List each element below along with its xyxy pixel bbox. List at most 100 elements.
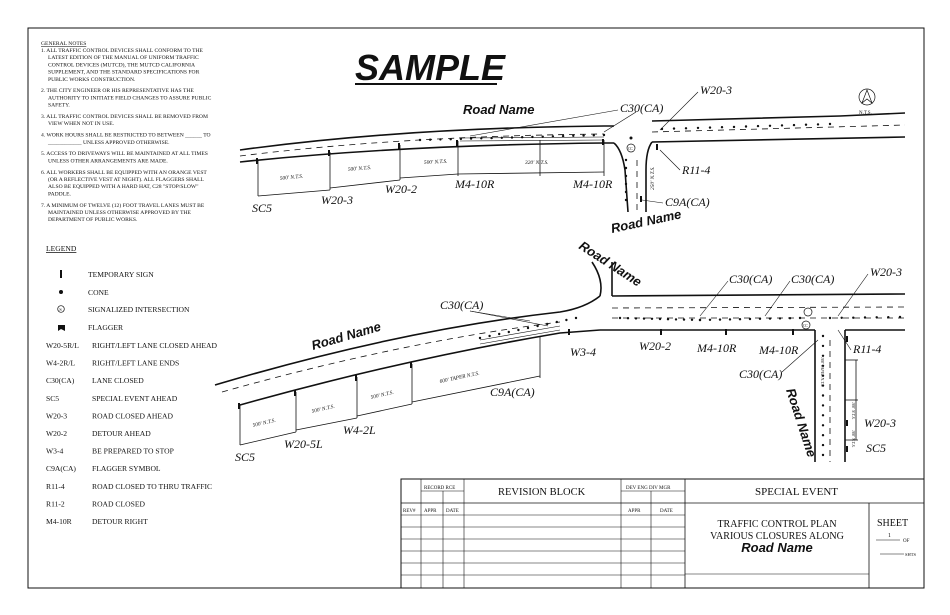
bottom-b-cone-3 xyxy=(642,317,646,320)
top-label-c30: C30(CA) xyxy=(620,101,663,115)
bottom-c-cone-4 xyxy=(738,318,742,321)
top-a-cone-17 xyxy=(592,134,595,137)
general-note-1-line-1: 1. ALL TRAFFIC CONTROL DEVICES SHALL CON… xyxy=(41,48,204,54)
legend-symbol-label-1: CONE xyxy=(88,288,109,297)
bottom-c-cone-6 xyxy=(758,317,762,320)
general-note-6-line-3: ALSO BE EQUIPPED WITH A HARD HAT, C28 "S… xyxy=(48,184,198,190)
general-note-2-line-2: AUTHORITY TO INITIATE FIELD CHANGES TO A… xyxy=(48,95,212,101)
top-c-cone-4 xyxy=(624,190,628,194)
top-b-cone-3 xyxy=(696,126,700,130)
legend-code-label-8: ROAD CLOSED TO THRU TRAFFIC xyxy=(92,482,212,491)
bottom-a-cone-5 xyxy=(526,326,530,330)
bottom-e-cone-2 xyxy=(821,354,825,357)
top-c-cone-2 xyxy=(624,174,628,178)
top-a-cone-0 xyxy=(418,138,422,142)
title-sheet-shts: SHTS xyxy=(905,552,917,557)
top-b-cone-9 xyxy=(768,124,772,128)
general-note-6-line-1: 6. ALL WORKERS SHALL BE EQUIPPED WITH AN… xyxy=(41,170,207,176)
title-appr: APPR xyxy=(424,509,437,514)
bottom-a-cone-8 xyxy=(555,320,558,324)
bottom-b-cone-1 xyxy=(626,317,630,320)
legend-code-9: R11-2 xyxy=(46,499,65,508)
bottom-c-cone-1 xyxy=(708,318,712,321)
top-a-cone-3 xyxy=(449,138,452,141)
bottom-label-w34: W3-4 xyxy=(570,345,596,359)
bottom-b-cone-6 xyxy=(666,318,670,321)
bottom-road-name-side-top: Road Name xyxy=(576,238,644,290)
bottom-label-w42l: W4-2L xyxy=(343,423,376,437)
legend-code-label-4: ROAD CLOSED AHEAD xyxy=(92,411,174,420)
bottom-c-cone-8 xyxy=(778,317,782,320)
top-b-cone-12 xyxy=(804,123,808,126)
top-a-cone-2 xyxy=(439,138,442,141)
cone-icon xyxy=(59,290,63,294)
bottom-b-cone-7 xyxy=(674,318,678,321)
legend-code-1: W4-2R/L xyxy=(46,359,75,368)
bottom-label-sc5-left: SC5 xyxy=(235,450,255,464)
top-a-cone-13 xyxy=(551,135,555,138)
bottom-label-w202: W20-2 xyxy=(639,339,671,353)
top-a-cone-8 xyxy=(500,136,503,139)
bottom-e-cone-5 xyxy=(821,384,825,387)
title-line-1: TRAFFIC CONTROL PLAN xyxy=(717,519,836,530)
bottom-e-cone-9 xyxy=(821,424,825,427)
bottom-label-sc5-right: SC5 xyxy=(866,441,886,455)
bottom-e-cone-0 xyxy=(821,334,825,338)
top-b-cone-7 xyxy=(744,125,748,128)
top-c-cone-5 xyxy=(624,198,628,202)
bottom-d-cone-6 xyxy=(898,315,902,319)
bottom-label-w203-top: W20-3 xyxy=(870,265,902,279)
top-b-cone-11 xyxy=(792,123,796,127)
top-label-m410r-a: M4-10R xyxy=(454,177,495,191)
title-rev: REV# xyxy=(403,509,416,514)
title-line-2: VARIOUS CLOSURES ALONG xyxy=(710,531,844,542)
top-a-cone-7 xyxy=(490,136,493,140)
bottom-road-name-side-bottom: Road Name xyxy=(783,386,819,459)
bottom-label-c30-mid2: C30(CA) xyxy=(791,272,834,286)
bottom-b-cone-4 xyxy=(650,317,654,320)
bottom-label-r114: R11-4 xyxy=(852,342,881,356)
top-road-edge-south xyxy=(239,142,614,163)
bottom-label-m410r-b: M4-10R xyxy=(758,343,799,357)
top-a-cone-6 xyxy=(480,137,483,140)
top-label-m410r-b: M4-10R xyxy=(572,177,613,191)
bottom-road-edge-north xyxy=(214,295,601,386)
legend-code-label-7: FLAGGER SYMBOL xyxy=(92,464,161,473)
bottom-b-cone-2 xyxy=(634,317,638,320)
bottom-c-cone-10 xyxy=(798,316,802,320)
bottom-b-cone-8 xyxy=(682,318,686,321)
bottom-e-cone-1 xyxy=(821,344,825,348)
bottom-label-c9a: C9A(CA) xyxy=(490,385,535,399)
bottom-c-cone-7 xyxy=(768,317,772,320)
bottom-a-cone-7 xyxy=(546,322,549,326)
bottom-d-cone-1 xyxy=(840,316,843,319)
legend-code-10: M4-10R xyxy=(46,517,73,526)
general-note-7-line-1: 7. A MINIMUM OF TWELVE (12) FOOT TRAVEL … xyxy=(41,202,205,209)
general-note-6-line-4: PADDLE. xyxy=(48,191,72,197)
bottom-label-c30-mid1: C30(CA) xyxy=(729,272,772,286)
bottom-a-cone-2 xyxy=(498,332,501,336)
title-date-2: DATE xyxy=(660,509,673,514)
title-sheet-of: OF xyxy=(903,539,910,544)
bottom-label-w205l: W20-5L xyxy=(284,437,323,451)
bottom-c-cone-2 xyxy=(718,318,722,321)
bottom-c-cone-9 xyxy=(788,317,792,320)
top-b-cone-4 xyxy=(708,126,712,129)
bottom-signal-icon xyxy=(803,307,813,317)
top-b-cone-8 xyxy=(756,124,760,128)
top-a-cone-12 xyxy=(541,135,544,138)
title-line-3: Road Name xyxy=(741,540,813,555)
bottom-label-m410r-a: M4-10R xyxy=(696,341,737,355)
top-c-cone-3 xyxy=(624,182,628,186)
top-a-cone-16 xyxy=(582,134,585,137)
top-b-cone-10 xyxy=(780,124,784,127)
bottom-dim-5: 100' N.T.S. xyxy=(851,402,856,419)
bottom-a-cone-4 xyxy=(517,328,520,332)
legend-code-label-9: ROAD CLOSED xyxy=(92,499,145,508)
top-dim-3: 320' N.T.S. xyxy=(524,160,549,166)
title-dev-eng-div-mgr: DEV ENG DIV MGR xyxy=(626,486,671,491)
legend-symbol-label-2: SIGNALIZED INTERSECTION xyxy=(88,305,190,314)
title-sheet: SHEET xyxy=(877,518,908,529)
general-note-1-line-3: CONTROL DEVICES (MUTCD), THE MUTCD CALIF… xyxy=(48,61,195,68)
